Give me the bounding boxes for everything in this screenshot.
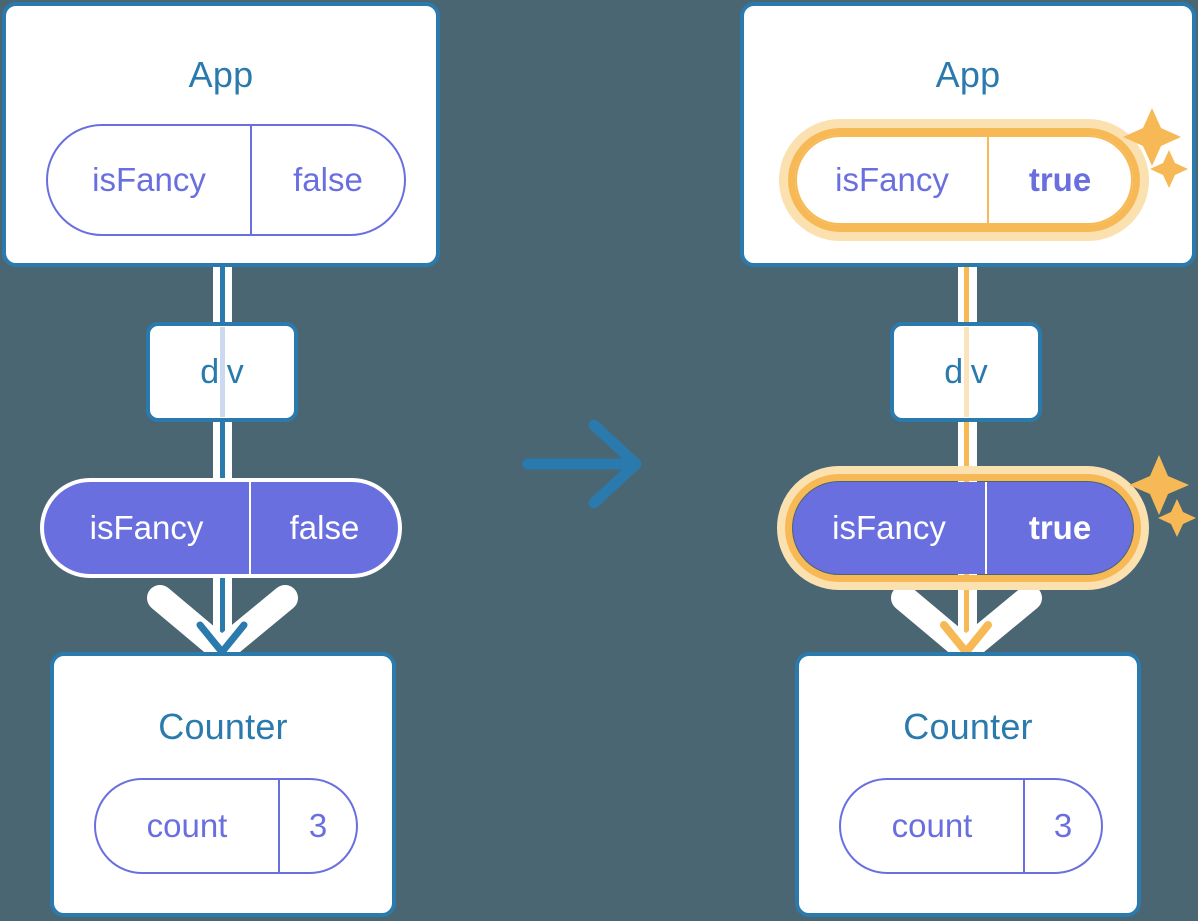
app-component-box: App isFancy false <box>2 2 440 267</box>
connector-through-div <box>964 327 969 417</box>
counter-state-key: count <box>891 807 973 844</box>
counter-title: Counter <box>158 706 288 747</box>
counter-state-value: 3 <box>1023 780 1101 872</box>
counter-component-box: Counter count 3 <box>50 652 396 917</box>
prop-pill: isFancy true <box>793 482 1133 574</box>
prop-pill: isFancy false <box>40 478 402 578</box>
counter-component-box: Counter count 3 <box>795 652 1141 917</box>
connector-app-to-div <box>964 225 969 327</box>
prop-pill-key: isFancy <box>89 509 204 546</box>
app-state-key: isFancy <box>835 161 949 198</box>
highlight-ring-inner <box>785 474 1141 582</box>
connector-through-div <box>220 327 225 417</box>
highlight-ring-outer <box>779 119 1149 241</box>
connector-pill-to-counter <box>220 565 225 653</box>
app-title: App <box>188 54 254 95</box>
prop-pill-value: false <box>249 482 398 574</box>
counter-state-pill: count 3 <box>94 778 358 874</box>
connector-div-to-pill <box>220 417 225 485</box>
connector-div-to-pill <box>964 417 969 485</box>
app-state-key: isFancy <box>92 161 206 198</box>
app-state-value: true <box>987 137 1131 223</box>
counter-title: Counter <box>903 706 1033 747</box>
app-title: App <box>935 54 1001 95</box>
transition-right-arrow-icon <box>522 419 642 509</box>
app-state-pill: isFancy false <box>46 124 406 236</box>
prop-pill-key: isFancy <box>832 509 946 546</box>
counter-state-key: count <box>146 807 228 844</box>
sparkle-icon <box>1158 499 1196 537</box>
app-state-pill: isFancy true <box>795 135 1133 225</box>
connector-app-to-div <box>220 265 225 327</box>
counter-state-pill: count 3 <box>839 778 1103 874</box>
app-state-value: false <box>250 126 404 234</box>
before-panel: App isFancy false div isFancy false Coun… <box>2 2 440 917</box>
counter-state-value: 3 <box>278 780 356 872</box>
app-component-box: App isFancy true <box>740 2 1196 267</box>
after-panel: App isFancy true div isFancy true <box>599 0 1198 921</box>
prop-pill-value: true <box>985 482 1133 574</box>
highlight-ring-inner <box>788 128 1140 232</box>
